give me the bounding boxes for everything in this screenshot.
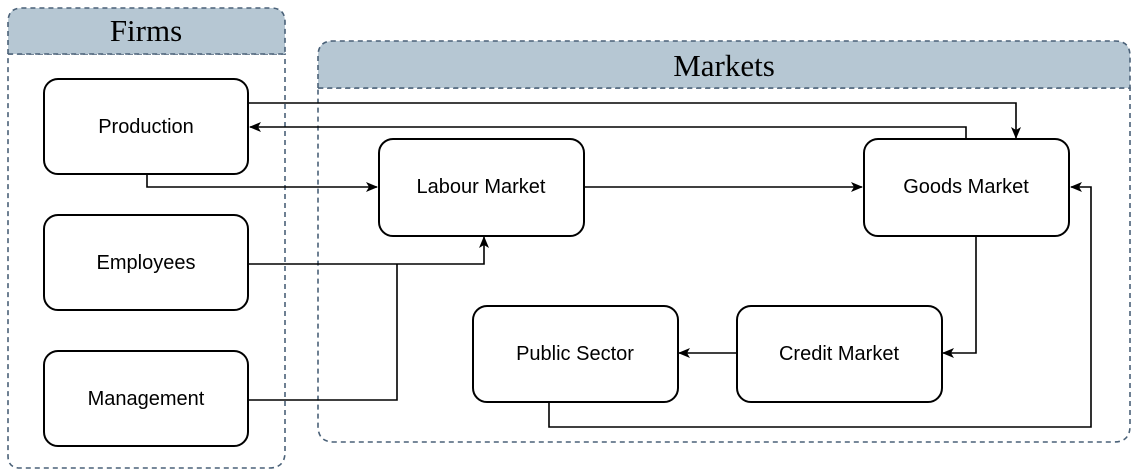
edge-production-to-labour-market [146, 174, 378, 192]
node-public-sector-label: Public Sector [516, 343, 634, 365]
node-production-label: Production [98, 116, 194, 138]
firms-header [7, 7, 286, 55]
node-management-label: Management [88, 388, 205, 410]
markets-frame [317, 87, 1131, 443]
markets-title: Markets [673, 48, 775, 83]
node-employees-label: Employees [97, 252, 196, 274]
node-goods-market[interactable]: Goods Market [863, 138, 1070, 237]
markets-group: Markets [317, 40, 1131, 443]
edge-management-to-labour-market [248, 264, 398, 401]
firms-title: Firms [110, 13, 182, 48]
node-labour-market-label: Labour Market [417, 176, 546, 198]
node-employees[interactable]: Employees [43, 214, 249, 311]
node-goods-market-label: Goods Market [903, 176, 1029, 198]
node-labour-market[interactable]: Labour Market [378, 138, 585, 237]
markets-header [317, 40, 1131, 89]
node-public-sector[interactable]: Public Sector [472, 305, 679, 403]
edge-goods-market-to-production [249, 122, 967, 138]
node-management[interactable]: Management [43, 350, 249, 447]
firms-frame [7, 53, 286, 469]
edge-goods-market-to-credit-market [942, 237, 977, 358]
firms-group: Firms [7, 7, 286, 469]
edge-employees-to-labour-market [248, 236, 489, 265]
edge-production-to-goods-market [248, 102, 1021, 139]
node-production[interactable]: Production [43, 78, 249, 175]
node-credit-market[interactable]: Credit Market [736, 305, 943, 403]
edge-public-sector-to-goods-market [548, 182, 1092, 428]
node-credit-market-label: Credit Market [779, 343, 899, 365]
